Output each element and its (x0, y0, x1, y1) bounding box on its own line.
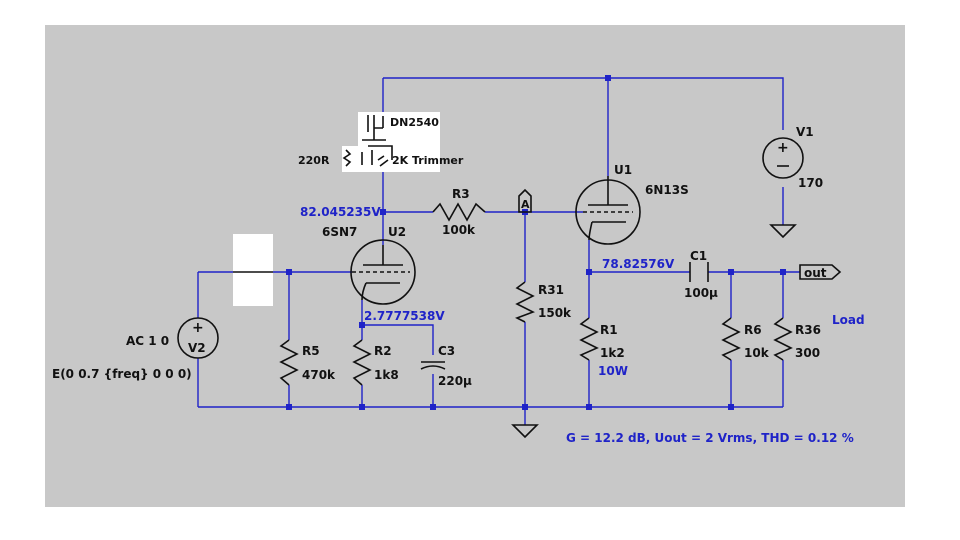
c3-capacitor (420, 361, 446, 370)
v2-ref: V2 (188, 341, 206, 355)
u2-cathode-voltage: 2.7777538V (364, 309, 445, 323)
mosfet-resistor-label: 220R (298, 154, 330, 167)
load-label: Load (832, 313, 865, 327)
u1-value: 6N13S (645, 183, 689, 197)
u1-triode (575, 176, 641, 245)
r2-ref: R2 (374, 344, 392, 358)
v1-ref: V1 (796, 125, 814, 139)
u2-ref: U2 (388, 225, 406, 239)
c1-value: 100µ (684, 286, 718, 300)
v2-source: + (177, 317, 219, 359)
mosfet-dn2540 (342, 112, 440, 172)
r5-value: 470k (302, 368, 336, 382)
r31-value: 150k (538, 306, 572, 320)
summary-text: G = 12.2 dB, Uout = 2 Vrms, THD = 0.12 % (566, 431, 854, 445)
r36-value: 300 (795, 346, 820, 360)
r3-resistor (432, 202, 486, 222)
r5-resistor (279, 339, 299, 386)
out-port-label: out (804, 266, 827, 280)
r6-resistor (721, 317, 741, 361)
input-patch (233, 234, 273, 306)
v2-line2: E(0 0.7 {freq} 0 0 0) (52, 367, 192, 381)
net-label-a-text: A (521, 198, 530, 211)
r36-resistor (773, 317, 793, 361)
schematic-background (45, 25, 905, 507)
u2-triode (350, 239, 416, 305)
svg-text:+: + (777, 140, 789, 156)
r31-ref: R31 (538, 283, 564, 297)
u2-anode-voltage: 82.045235V (300, 205, 381, 219)
v1-source: + (762, 137, 804, 179)
r6-ref: R6 (744, 323, 762, 337)
u2-value: 6SN7 (322, 225, 357, 239)
wires (197, 77, 800, 425)
r3-ref: R3 (452, 187, 470, 201)
r3-value: 100k (442, 223, 476, 237)
out-port (799, 264, 842, 280)
trimmer-label: 2K Trimmer (392, 154, 464, 167)
c1-capacitor (689, 262, 709, 282)
c1-ref: C1 (690, 249, 707, 263)
v2-line1: AC 1 0 (126, 334, 169, 348)
r1-resistor (579, 317, 599, 361)
r2-value: 1k8 (374, 368, 399, 382)
u1-ref: U1 (614, 163, 632, 177)
svg-text:+: + (192, 320, 204, 336)
ground-main-icon (511, 424, 539, 439)
net-label-a (518, 188, 532, 213)
c3-value: 220µ (438, 374, 472, 388)
r1-value: 1k2 (600, 346, 625, 360)
c3-ref: C3 (438, 344, 455, 358)
r36-ref: R36 (795, 323, 821, 337)
r1-ref: R1 (600, 323, 618, 337)
r2-resistor (352, 339, 372, 386)
v1-value: 170 (798, 176, 823, 190)
r1-power: 10W (598, 364, 628, 378)
u1-cathode-voltage: 78.82576V (602, 257, 675, 271)
r5-ref: R5 (302, 344, 320, 358)
mosfet-label: DN2540 (390, 116, 439, 129)
r31-resistor (515, 281, 535, 323)
ground-v1-icon (769, 224, 797, 239)
r6-value: 10k (744, 346, 770, 360)
